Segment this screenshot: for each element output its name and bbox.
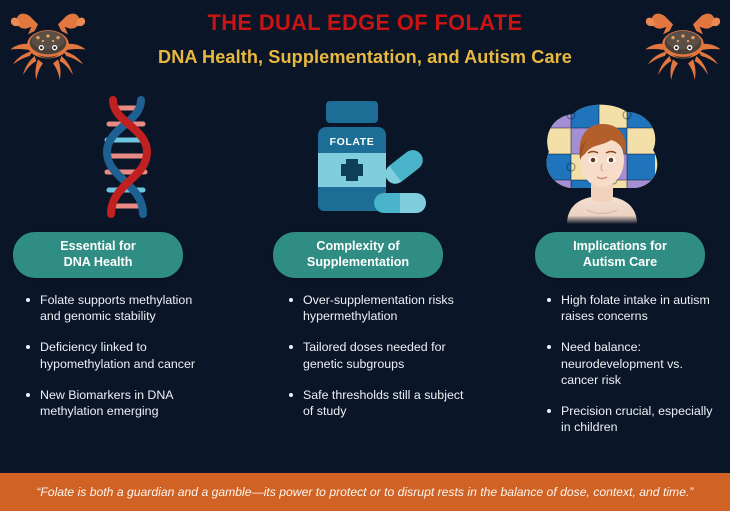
dna-helix-icon xyxy=(8,92,248,224)
column-supplementation: FOLATE Complexity of Supplementation Ove… xyxy=(245,92,485,434)
footer-quote: “Folate is both a guardian and a gamble—… xyxy=(36,484,694,499)
heading-line-1: Complexity of xyxy=(316,239,400,253)
footer-banner: “Folate is both a guardian and a gamble—… xyxy=(0,473,730,511)
crab-icon xyxy=(6,6,90,86)
column-autism-care: Implications for Autism Care High folate… xyxy=(482,92,722,450)
heading-line-2: Supplementation xyxy=(306,254,410,269)
svg-text:FOLATE: FOLATE xyxy=(330,136,375,148)
page-title: THE DUAL EDGE OF FOLATE xyxy=(207,10,523,35)
list-item: High folate intake in autism raises conc… xyxy=(547,292,722,324)
bullet-list-dna-health: Folate supports methylation and genomic … xyxy=(8,292,248,419)
column-heading-autism-care: Implications for Autism Care xyxy=(535,232,705,278)
column-heading-dna-health: Essential for DNA Health xyxy=(13,232,183,278)
crab-icon xyxy=(641,6,725,86)
column-heading-supplementation: Complexity of Supplementation xyxy=(273,232,443,278)
list-item: Need balance: neurodevelopment vs. cance… xyxy=(547,339,722,388)
heading-line-2: DNA Health xyxy=(63,254,133,269)
heading-line-1: Implications for xyxy=(573,239,667,253)
list-item: Tailored doses needed for genetic subgro… xyxy=(289,339,471,371)
list-item: Over-supplementation risks hypermethylat… xyxy=(289,292,471,324)
page-subtitle: DNA Health, Supplementation, and Autism … xyxy=(158,46,572,67)
folate-supplement-bottle-icon: FOLATE xyxy=(245,92,485,224)
list-item: Precision crucial, especially in childre… xyxy=(547,403,722,435)
bullet-list-autism-care: High folate intake in autism raises conc… xyxy=(482,292,722,435)
list-item: New Biomarkers in DNA methylation emergi… xyxy=(26,387,208,419)
heading-line-2: Autism Care xyxy=(582,254,658,269)
list-item: Deficiency linked to hypomethylation and… xyxy=(26,339,208,371)
list-item: Folate supports methylation and genomic … xyxy=(26,292,208,324)
column-dna-health: Essential for DNA Health Folate supports… xyxy=(8,92,248,434)
list-item: Safe thresholds still a subject of study xyxy=(289,387,471,419)
header: THE DUAL EDGE OF FOLATE DNA Health, Supp… xyxy=(0,0,730,90)
bullet-list-supplementation: Over-supplementation risks hypermethylat… xyxy=(245,292,485,419)
heading-line-1: Essential for xyxy=(60,239,136,253)
autism-puzzle-brain-icon xyxy=(482,92,722,224)
